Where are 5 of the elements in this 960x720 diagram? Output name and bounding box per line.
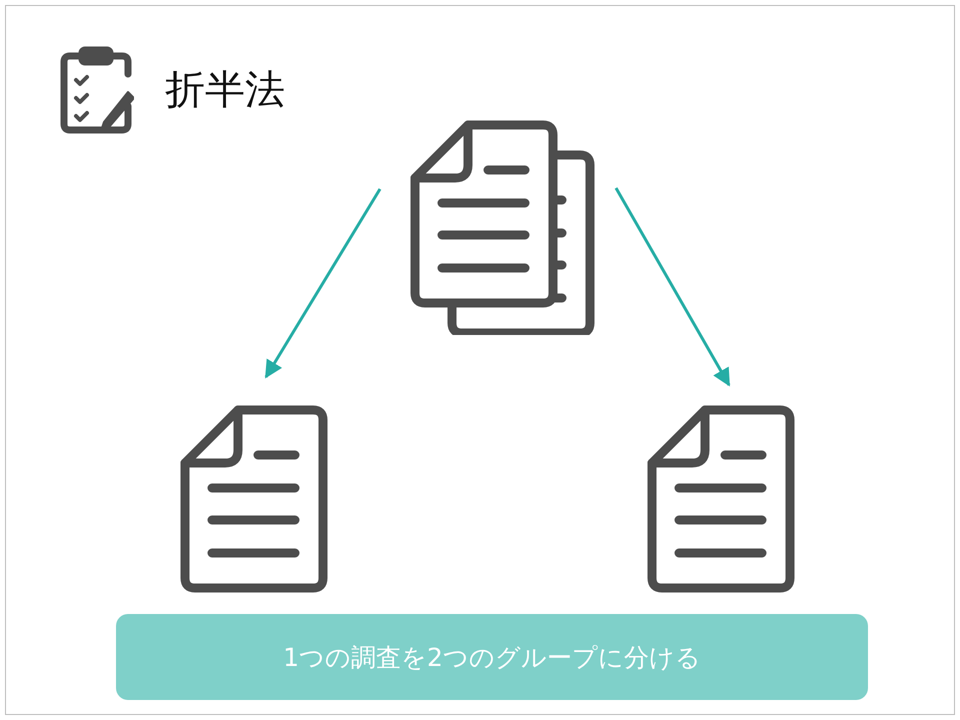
arrow xyxy=(264,188,382,379)
caption-box xyxy=(116,614,868,700)
arrow xyxy=(614,187,730,387)
title: 折半法 xyxy=(165,66,285,115)
caption-text: 1つの調査を2つのグループに分ける xyxy=(283,642,701,674)
